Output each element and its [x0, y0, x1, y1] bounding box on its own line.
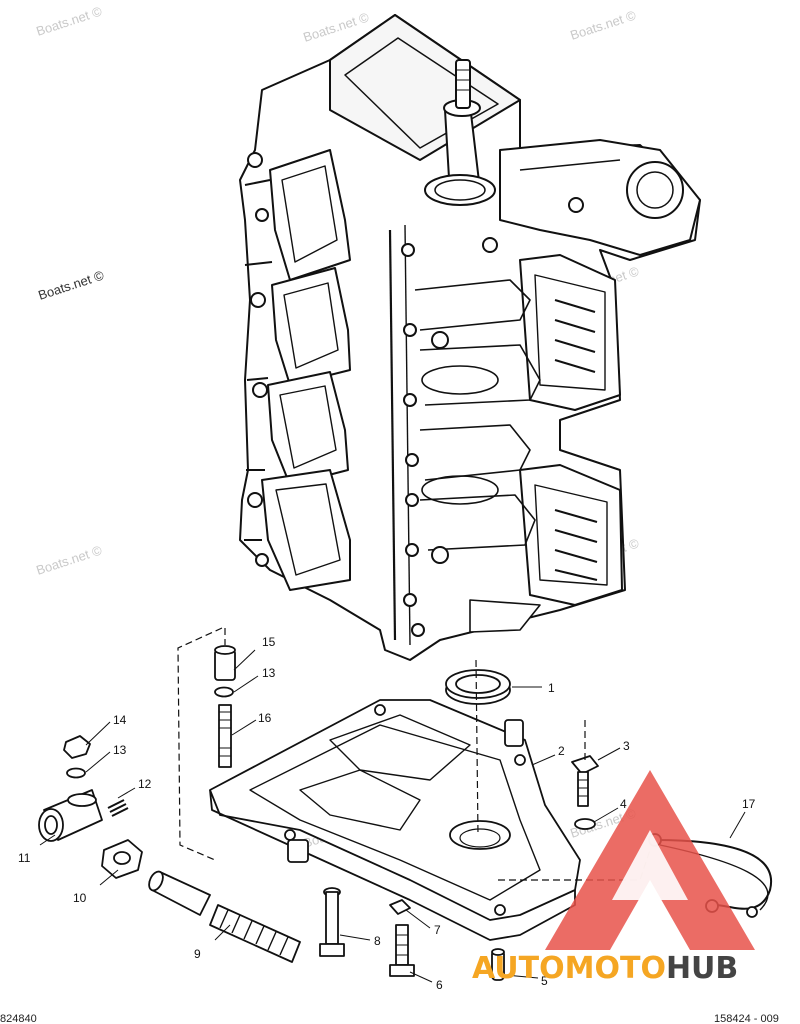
part-washer-13 — [66, 767, 86, 779]
callout-label: 13 — [113, 743, 127, 757]
callout-label: 8 — [374, 934, 381, 948]
callouts: 1 2 3 4 5 6 7 8 9 10 11 12 13 13 14 15 1… — [18, 635, 756, 992]
watermark: Boats.net © — [36, 267, 106, 302]
callout-label: 11 — [18, 851, 31, 865]
callout-label: 13 — [262, 666, 276, 680]
corner-ref-right: 158424 - 009 — [714, 1013, 779, 1024]
part-pin-5 — [491, 948, 505, 981]
callout-label: 4 — [620, 797, 627, 811]
callout-label: 15 — [262, 635, 276, 649]
callout-label: 9 — [194, 947, 201, 961]
callout-label: 17 — [742, 797, 756, 811]
part-nut-7 — [389, 899, 411, 915]
callout-label: 7 — [434, 923, 441, 937]
callout-label: 12 — [138, 777, 152, 791]
callout-label: 6 — [436, 978, 443, 992]
corner-ref-left: 824840 — [0, 1013, 37, 1024]
part-bushing-11 — [38, 789, 103, 842]
part-bolt-8 — [319, 887, 345, 957]
parting-line-bolts — [401, 243, 425, 637]
callout-label: 10 — [73, 891, 87, 905]
part-bolt-6 — [389, 924, 415, 977]
callout-label: 2 — [558, 744, 565, 758]
part-sleeve-9 — [148, 870, 301, 963]
callout-label: 5 — [541, 974, 548, 988]
logo-part2: HUB — [666, 951, 738, 986]
callout-label: 14 — [113, 713, 127, 727]
logo-part1: AUTOMOTO — [472, 951, 666, 986]
watermark: Boats.net © — [34, 542, 104, 577]
leader-lines — [39, 649, 746, 983]
callout-label: 16 — [258, 711, 272, 725]
exploded-parts — [38, 645, 773, 981]
part-screw-12 — [107, 799, 129, 817]
part-stud-16 — [218, 704, 232, 768]
part-nut-10 — [101, 839, 143, 879]
part-adapter-plate — [209, 699, 581, 941]
part-seal-ring — [445, 669, 511, 705]
part-bolt-3 — [571, 755, 599, 807]
callout-label: 3 — [623, 739, 630, 753]
automotohub-logo: AUTOMOTOHUB — [472, 770, 755, 986]
part-washer-4 — [574, 818, 596, 830]
part-nut-14 — [63, 735, 91, 759]
callout-label: 1 — [548, 681, 555, 695]
logo-text-automoto: AUTOMOTOHUB — [472, 951, 738, 986]
part-spacer-15 — [214, 645, 236, 681]
watermark: Boats.net © — [34, 3, 104, 38]
watermark: Boats.net © — [568, 7, 638, 42]
part-washer-13 — [214, 686, 234, 698]
alignment-lines — [177, 627, 651, 881]
cylinder-block — [239, 14, 701, 661]
